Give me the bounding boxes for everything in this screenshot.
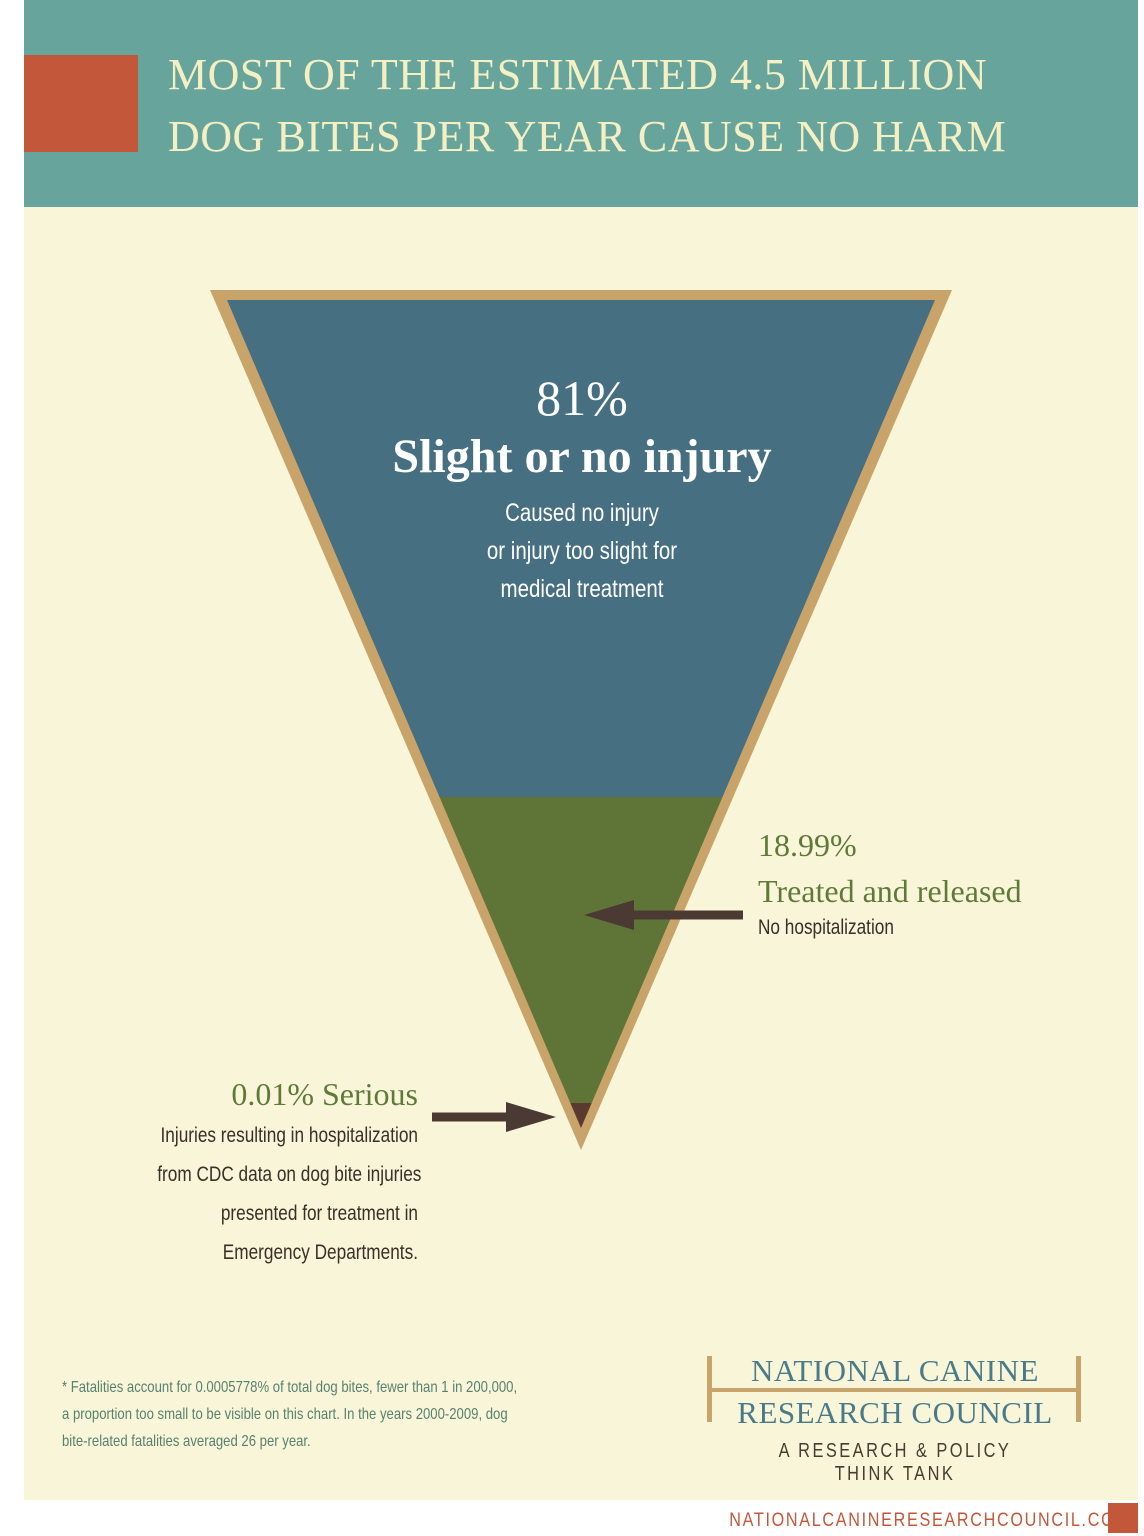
- desc-line: Caused no injury: [505, 499, 659, 527]
- funnel-segment-serious: [570, 1103, 592, 1128]
- logo-divider: [707, 1388, 1081, 1392]
- segment-label-treated: 18.99% Treated and released No hospitali…: [758, 822, 1118, 942]
- segment-label-serious: 0.01% Serious Injuries resulting in hosp…: [100, 1072, 422, 1272]
- segment-name-slight: Slight or no injury: [392, 430, 772, 483]
- desc-line: presented for treatment in: [220, 1202, 418, 1225]
- desc-line: Injuries resulting in hospitalization: [160, 1124, 418, 1147]
- accent-square: [24, 55, 138, 152]
- funnel-segment-slight-or-no-injury: [227, 300, 935, 797]
- desc-line: medical treatment: [500, 575, 664, 603]
- segment-name-serious: Serious: [322, 1076, 418, 1112]
- desc-line: Emergency Departments.: [222, 1241, 418, 1264]
- logo-line-2: RESEARCH COUNCIL: [737, 1395, 1053, 1430]
- segment-percent-serious: 0.01%: [231, 1076, 314, 1112]
- desc-line: from CDC data on dog bite injuries: [157, 1163, 422, 1186]
- title-banner: [24, 0, 1138, 207]
- url-accent-square: [1108, 1503, 1138, 1533]
- footnote-line: bite-related fatalities averaged 26 per …: [62, 1433, 311, 1450]
- chart-title: MOST OF THE ESTIMATED 4.5 MILLION DOG BI…: [168, 44, 1128, 168]
- footnote: * Fatalities account for 0.0005778% of t…: [62, 1374, 620, 1455]
- title-line-2: DOG BITES PER YEAR CAUSE NO HARM: [168, 112, 1007, 161]
- logo-tagline: A RESEARCH & POLICY THINK TANK: [778, 1440, 1012, 1485]
- segment-description-treated: No hospitalization: [758, 916, 894, 939]
- arrow-serious: [432, 1102, 556, 1132]
- segment-name-treated: Treated and released: [758, 873, 1022, 909]
- funnel-segment-treated-and-released: [439, 797, 723, 1103]
- segment-description-slight: Caused no injury or injury too slight fo…: [351, 494, 813, 608]
- website-url: NATIONALCANINERESEARCHCOUNCIL.COM: [729, 1510, 1131, 1531]
- segment-percent-treated: 18.99%: [758, 827, 857, 863]
- desc-line: or injury too slight for: [486, 537, 678, 565]
- logo-line-1: NATIONAL CANINE: [751, 1353, 1039, 1388]
- segment-percent-slight: 81%: [536, 370, 628, 426]
- footnote-line: * Fatalities account for 0.0005778% of t…: [62, 1379, 518, 1396]
- footnote-line: a proportion too small to be visible on …: [62, 1406, 508, 1423]
- segment-description-serious: Injuries resulting in hospitalization fr…: [157, 1116, 422, 1272]
- segment-label-slight: 81% Slight or no injury Caused no injury…: [300, 368, 864, 608]
- segment-title-serious: 0.01% Serious: [100, 1072, 418, 1116]
- title-line-1: MOST OF THE ESTIMATED 4.5 MILLION: [168, 50, 988, 99]
- arrow-treated: [584, 900, 743, 930]
